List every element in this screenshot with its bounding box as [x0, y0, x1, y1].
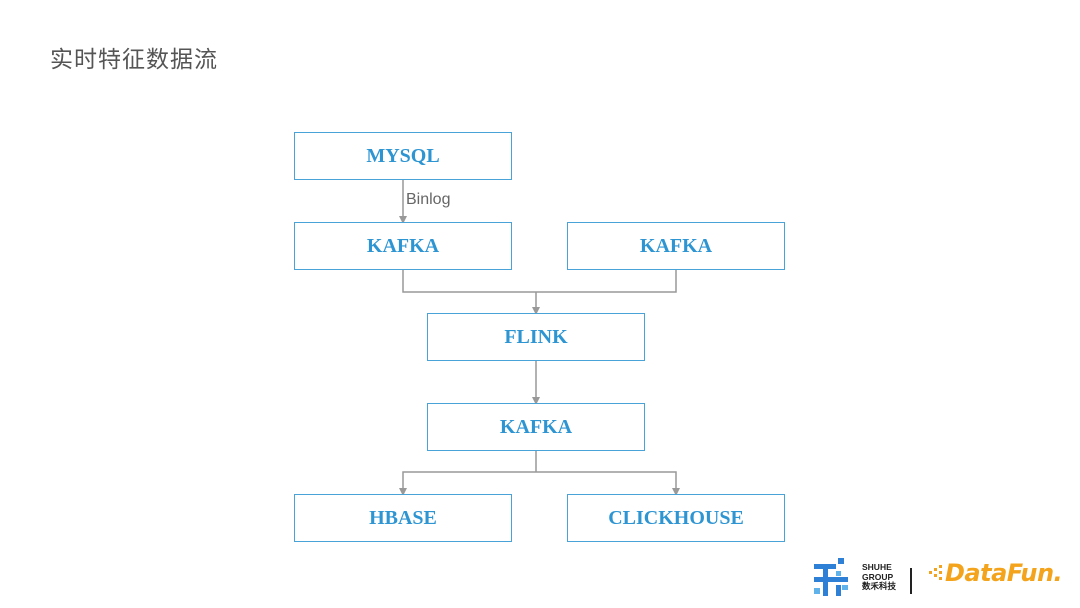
binlog-edge-label: Binlog	[406, 191, 451, 208]
footer-logos: SHUHE GROUP 数禾科技 DataFun.	[812, 556, 1072, 600]
shuhe-line-3: 数禾科技	[862, 581, 897, 591]
shuhe-logo-text: SHUHE GROUP 数禾科技	[862, 562, 897, 592]
node-kafka-external: KAFKA	[567, 222, 785, 270]
slide-title: 实时特征数据流	[50, 47, 218, 73]
node-hbase: HBASE	[294, 494, 512, 542]
edge-kafka-to-hbase	[399, 471, 536, 496]
node-flink: FLINK	[427, 313, 645, 361]
datafun-logo-text: DataFun.	[945, 559, 1063, 587]
datafun-dots-icon	[929, 565, 942, 580]
node-kafka-source: KAFKA	[294, 222, 512, 270]
node-kafka-sink: KAFKA	[427, 403, 645, 451]
node-clickhouse: CLICKHOUSE	[567, 494, 785, 542]
logo-divider	[910, 568, 912, 594]
edge-kafka-to-clickhouse	[536, 471, 680, 496]
shuhe-logo-icon	[814, 558, 848, 596]
shuhe-line-2: GROUP	[862, 571, 894, 582]
edge-kafkas-merge	[402, 270, 677, 293]
node-mysql: MYSQL	[294, 132, 512, 180]
shuhe-line-1: SHUHE	[862, 562, 892, 572]
